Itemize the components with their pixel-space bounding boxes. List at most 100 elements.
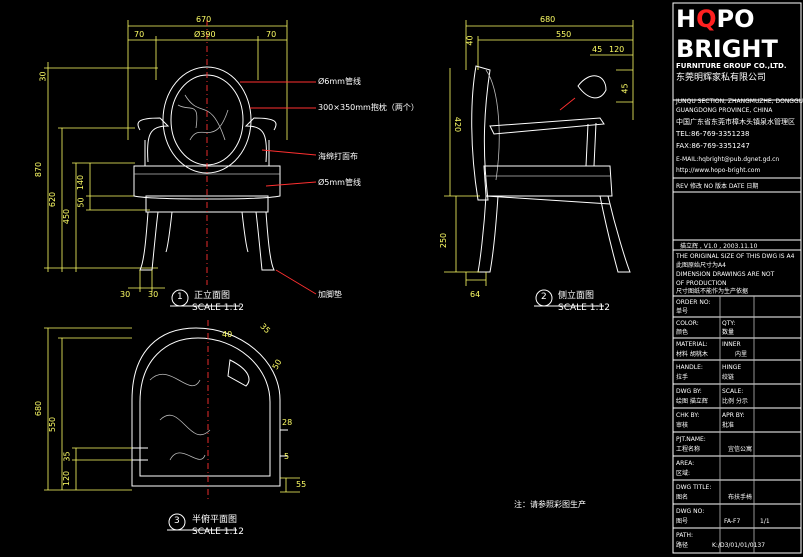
field-order-cn: 单号	[676, 308, 689, 315]
field-area-cn: 区域:	[676, 470, 691, 477]
field-area-en: AREA:	[676, 460, 695, 467]
callout-pipe-6mm: Ø6mm管线	[318, 77, 361, 86]
field-material-cn: 材料 胡桃木	[676, 351, 708, 358]
dim-side-250: 250	[439, 232, 449, 249]
dim-front-620: 620	[48, 191, 58, 208]
field-color-cn: 颜色	[676, 329, 689, 336]
field-dwgby-en: DWG BY:	[676, 388, 702, 395]
dim-side-40: 40	[465, 35, 475, 46]
field-aprby-cn: 批准	[722, 422, 735, 429]
view-2-scale: SCALE 1:12	[558, 303, 610, 313]
notice-5: 尺寸图纸不能作为生产依据	[676, 288, 749, 295]
field-aprby-en: APR BY:	[722, 412, 745, 419]
field-dwgno-cn: 图号	[676, 518, 689, 525]
dim-side-120: 120	[609, 45, 625, 54]
field-inner-en: INNER	[722, 341, 741, 348]
dim-plan-40: 40	[222, 330, 233, 339]
field-dwgby-cn: 绘图 描立辉	[676, 398, 708, 405]
notice-3: DIMENSION DRAWINGS ARE NOT	[676, 271, 775, 278]
field-inner-cn: 内里	[735, 351, 748, 358]
view-1-number: 1	[177, 292, 183, 302]
field-dwgtitle-en: DWG TITLE:	[676, 484, 712, 491]
dim-side-420: 420	[453, 116, 463, 133]
address-line-3: 中国广东省东莞市樟木头镇泉水管理区	[676, 118, 795, 126]
field-path-value: K:/D3/01/01/0137	[712, 542, 766, 549]
field-dwgno-value: FA-F7	[724, 518, 741, 525]
dim-front-670: 670	[196, 15, 212, 24]
field-scale-en: SCALE:	[722, 388, 744, 395]
dim-plan-550: 550	[48, 416, 58, 433]
field-sheet-value: 1/1	[760, 518, 770, 525]
callout-foot-pad: 加脚垫	[318, 290, 342, 299]
field-order-en: ORDER NO:	[676, 299, 711, 306]
field-handle-en: HANDLE:	[676, 364, 703, 371]
field-scale-cn: 比例 分示	[722, 398, 748, 405]
field-hinge-en: HINGE	[722, 364, 742, 371]
field-chkby-cn: 审核	[676, 422, 689, 429]
dim-side-45: 45	[592, 45, 603, 54]
dim-front-70b: 70	[266, 30, 277, 39]
dim-front-30: 30	[38, 71, 48, 82]
logo-subtitle: FURNITURE GROUP CO.,LTD.	[676, 62, 787, 70]
notice-2: 此图原始尺寸为A4	[676, 262, 726, 269]
dim-front-foot-30b: 30	[148, 290, 159, 299]
dim-side-45v: 45	[620, 83, 630, 94]
field-chkby-en: CHK BY:	[676, 412, 700, 419]
logo-q-mark: Q	[696, 5, 717, 33]
field-dwgno-en: DWG NO:	[676, 508, 705, 515]
half-plan-view	[44, 320, 300, 531]
view-3-number: 3	[174, 516, 180, 526]
field-color-en: COLOR:	[676, 320, 699, 327]
dim-side-550: 550	[556, 30, 572, 39]
field-handle-cn: 拉手	[676, 374, 689, 381]
dim-plan-5: 5	[284, 452, 290, 461]
dim-side-680: 680	[540, 15, 556, 24]
title-block-frame	[672, 2, 802, 554]
dim-front-390: Ø390	[194, 30, 216, 39]
view-1-title: 正立面图	[194, 291, 231, 301]
dim-front-450: 450	[62, 208, 72, 225]
notice-4: OF PRODUCTION	[676, 280, 727, 287]
field-path-cn: 路径	[676, 542, 689, 549]
dim-plan-35: 35	[62, 451, 72, 462]
view-2-title: 侧立面图	[558, 291, 595, 301]
field-dwgtitle-value: 布扶手椅	[728, 494, 753, 501]
address-line-1: JUNQU SECTION, ZHANGMUZHE, DONGGUAN	[676, 98, 803, 105]
view-2-number: 2	[541, 292, 547, 302]
front-elevation	[44, 20, 317, 307]
logo-line-2: BRIGHT	[676, 35, 778, 63]
field-pjt-cn: 工程名称	[676, 446, 701, 453]
email: E-MAIL:hqbright@pub.dgnet.gd.cn	[676, 156, 780, 163]
address-line-2: GUANGDONG PROVINCE, CHINA	[676, 107, 773, 114]
website: http://www.hopo-bright.com	[676, 167, 761, 174]
dim-front-140: 140	[76, 174, 86, 191]
callout-sponge-fabric: 海绵打面布	[318, 152, 358, 161]
notice-1: THE ORIGINAL SIZE OF THIS DWG IS A4	[676, 253, 795, 260]
revision-header: REV 修改 NO 版本 DATE 日期	[676, 183, 759, 190]
view-3-title: 半俯平面图	[192, 515, 238, 525]
field-qty-cn: 数量	[722, 329, 735, 336]
field-pjt-en: PJT.NAME:	[676, 436, 706, 443]
fax: FAX:86-769-3351247	[676, 142, 750, 150]
company-name-cn: 东莞明辉家私有限公司	[676, 73, 767, 83]
field-dwgtitle-cn: 图名	[676, 494, 689, 501]
tel: TEL:86-769-3351238	[676, 130, 750, 138]
dim-plan-680: 680	[34, 400, 44, 417]
callout-pillow: 300×350mm抱枕（两个）	[318, 103, 419, 112]
dim-front-870: 870	[34, 161, 44, 178]
field-qty-en: QTY:	[722, 320, 736, 327]
dim-front-foot-30a: 30	[120, 290, 131, 299]
field-hinge-cn: 绞链	[722, 374, 735, 381]
production-note: 注：请参照彩图生产	[514, 500, 586, 509]
callout-pipe-5mm: Ø5mm管线	[318, 178, 361, 187]
dim-side-64: 64	[470, 290, 481, 299]
dim-front-70a: 70	[134, 30, 145, 39]
dim-plan-28: 28	[282, 418, 293, 427]
logo-line-1: HQPO	[676, 5, 755, 33]
field-pjt-value: 宜信公寓	[728, 446, 753, 453]
dim-front-50: 50	[76, 197, 86, 208]
version-line: 描立辉 , V1.0 , 2003.11.10	[680, 243, 758, 250]
field-material-en: MATERIAL:	[676, 341, 708, 348]
